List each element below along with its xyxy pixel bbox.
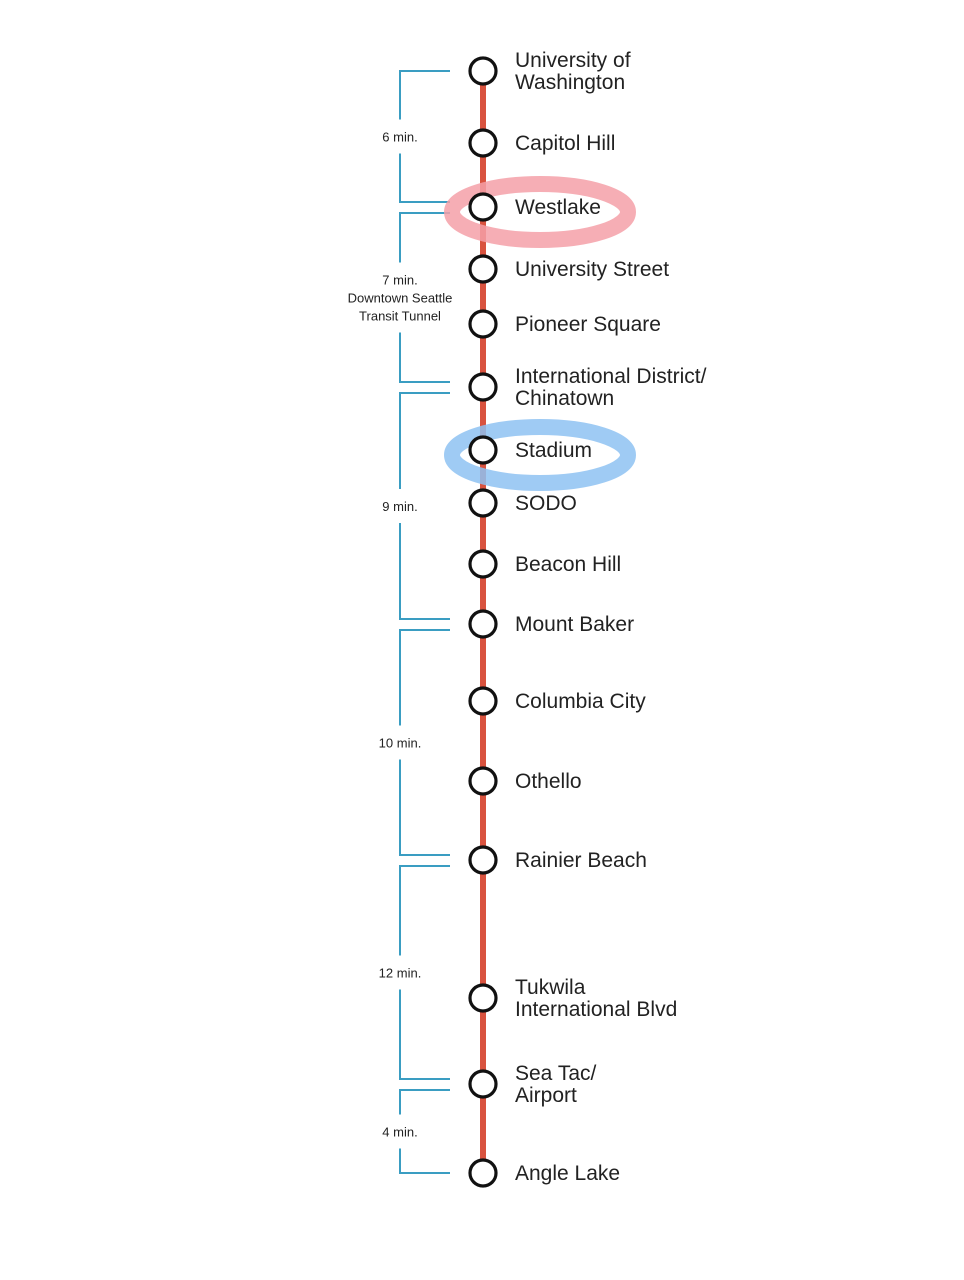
station-name: International Blvd bbox=[515, 998, 677, 1021]
bracket-line-top bbox=[399, 70, 450, 120]
station-marker-icon bbox=[468, 1069, 498, 1099]
station-marker-icon bbox=[468, 435, 498, 465]
station: Westlake bbox=[468, 192, 601, 222]
station-marker-icon bbox=[468, 549, 498, 579]
bracket-line-top bbox=[399, 629, 450, 726]
station: International District/Chinatown bbox=[468, 365, 707, 410]
station-marker-icon bbox=[468, 309, 498, 339]
bracket-line-top bbox=[399, 865, 450, 956]
station-marker-icon bbox=[468, 56, 498, 86]
station-marker-icon bbox=[468, 983, 498, 1013]
travel-time-bracket: 9 min. bbox=[382, 392, 450, 620]
station-marker-icon bbox=[468, 488, 498, 518]
travel-time-label: 7 min. bbox=[382, 273, 417, 288]
station-name: Pioneer Square bbox=[515, 313, 661, 336]
station-name: Othello bbox=[515, 770, 582, 793]
bracket-line-bottom bbox=[399, 989, 450, 1080]
bracket-line-bottom bbox=[399, 1148, 450, 1174]
station: Sea Tac/Airport bbox=[468, 1062, 596, 1107]
station-marker-icon bbox=[468, 372, 498, 402]
bracket-line-top bbox=[399, 1089, 450, 1115]
station-name: Mount Baker bbox=[515, 613, 634, 636]
travel-time-label: Downtown Seattle bbox=[348, 291, 453, 306]
bracket-line-top bbox=[399, 392, 450, 489]
station-name: Columbia City bbox=[515, 690, 646, 713]
station-name: Westlake bbox=[515, 196, 601, 219]
station-name: Stadium bbox=[515, 439, 592, 462]
bracket-line-bottom bbox=[399, 759, 450, 856]
station-name: Beacon Hill bbox=[515, 553, 621, 576]
bracket-line-top bbox=[399, 212, 450, 263]
travel-time-label: 10 min. bbox=[379, 736, 422, 751]
highlight-circle bbox=[444, 419, 636, 491]
station-marker-icon bbox=[468, 609, 498, 639]
station-marker-icon bbox=[468, 1158, 498, 1188]
travel-time-label: 12 min. bbox=[379, 966, 422, 981]
station: University Street bbox=[468, 254, 669, 284]
station: Othello bbox=[468, 766, 582, 796]
station-marker-icon bbox=[468, 766, 498, 796]
station-name: Capitol Hill bbox=[515, 132, 615, 155]
station-name: University Street bbox=[515, 258, 669, 281]
station-name: SODO bbox=[515, 492, 577, 515]
highlight-marks bbox=[444, 176, 636, 491]
station-name: Airport bbox=[515, 1084, 577, 1107]
station-marker-icon bbox=[468, 845, 498, 875]
station: Mount Baker bbox=[468, 609, 634, 639]
travel-time-label: 9 min. bbox=[382, 499, 417, 514]
travel-time-label: 4 min. bbox=[382, 1125, 417, 1140]
travel-time-bracket: 4 min. bbox=[382, 1089, 450, 1174]
station-marker-icon bbox=[468, 254, 498, 284]
station-name: Chinatown bbox=[515, 387, 614, 410]
station-name: Washington bbox=[515, 71, 625, 94]
highlight-circle bbox=[444, 176, 636, 248]
bracket-line-bottom bbox=[399, 153, 450, 203]
travel-time-label: Transit Tunnel bbox=[359, 309, 441, 324]
station: Columbia City bbox=[468, 686, 646, 716]
station-marker-icon bbox=[468, 192, 498, 222]
station-name: Rainier Beach bbox=[515, 849, 647, 872]
station: Beacon Hill bbox=[468, 549, 621, 579]
station: SODO bbox=[468, 488, 577, 518]
station: Pioneer Square bbox=[468, 309, 661, 339]
travel-time-bracket: 6 min. bbox=[382, 70, 450, 203]
station: Angle Lake bbox=[468, 1158, 620, 1188]
station: Rainier Beach bbox=[468, 845, 647, 875]
station-name: University of bbox=[515, 49, 631, 72]
station-name: Angle Lake bbox=[515, 1162, 620, 1185]
station-marker-icon bbox=[468, 686, 498, 716]
station-name: Sea Tac/ bbox=[515, 1062, 596, 1085]
station-marker-icon bbox=[468, 128, 498, 158]
bracket-line-bottom bbox=[399, 523, 450, 620]
station: Capitol Hill bbox=[468, 128, 615, 158]
bracket-line-bottom bbox=[399, 332, 450, 383]
travel-time-bracket: 10 min. bbox=[379, 629, 450, 856]
travel-time-bracket: 12 min. bbox=[379, 865, 450, 1080]
station: Stadium bbox=[468, 435, 592, 465]
station-name: International District/ bbox=[515, 365, 707, 388]
travel-time-label: 6 min. bbox=[382, 130, 417, 145]
station-name: Tukwila bbox=[515, 976, 586, 999]
